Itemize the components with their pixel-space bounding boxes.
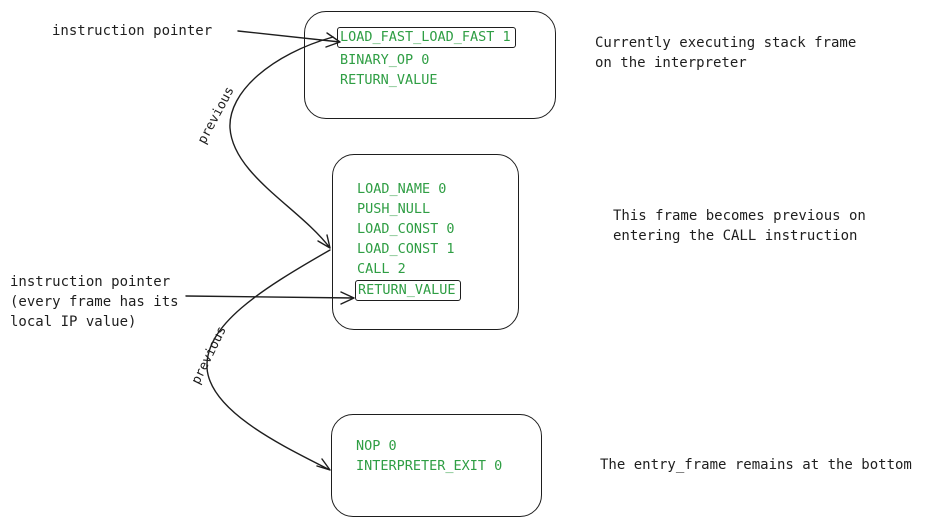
previous-arrow-upper xyxy=(229,36,334,249)
instruction-pointer-line-1: instruction pointer xyxy=(10,274,171,290)
entry-frame-note: The entry_frame remains at the bottom xyxy=(600,457,912,473)
instruction-nop: NOP 0 xyxy=(356,438,397,454)
current-frame-note-line-1: Currently executing stack frame xyxy=(595,35,857,51)
previous-arrow-lower xyxy=(206,249,331,471)
instruction-call: CALL 2 xyxy=(357,261,406,277)
instruction-return-value-pointed: RETURN_VALUE xyxy=(355,280,461,301)
current-frame-note-line-2: on the interpreter xyxy=(595,55,747,71)
instruction-load-const-0: LOAD_CONST 0 xyxy=(357,221,455,237)
instruction-push-null: PUSH_NULL xyxy=(357,201,431,217)
instruction-interpreter-exit: INTERPRETER_EXIT 0 xyxy=(356,458,503,474)
instruction-pointer-line-3: local IP value) xyxy=(10,314,137,330)
ip-arrow-middle xyxy=(185,291,355,305)
instruction-return-value: RETURN_VALUE xyxy=(340,72,438,88)
previous-frame-note-line-1: This frame becomes previous on xyxy=(613,208,866,224)
current-frame-box xyxy=(304,11,556,119)
entry-frame-box xyxy=(331,414,542,517)
instruction-load-name: LOAD_NAME 0 xyxy=(357,181,447,197)
instruction-pointer-label-top: instruction pointer xyxy=(52,23,213,39)
instruction-load-fast-load-fast: LOAD_FAST_LOAD_FAST 1 xyxy=(337,27,516,48)
previous-frame-box xyxy=(332,154,519,330)
instruction-pointer-label-middle: instruction pointer (every frame has its… xyxy=(10,272,179,332)
previous-frame-note: This frame becomes previous on entering … xyxy=(613,206,866,246)
instruction-binary-op: BINARY_OP 0 xyxy=(340,52,430,68)
previous-frame-note-line-2: entering the CALL instruction xyxy=(613,228,858,244)
instruction-load-const-1: LOAD_CONST 1 xyxy=(357,241,455,257)
instruction-pointer-line-2: (every frame has its xyxy=(10,294,179,310)
current-frame-note: Currently executing stack frame on the i… xyxy=(595,33,856,73)
